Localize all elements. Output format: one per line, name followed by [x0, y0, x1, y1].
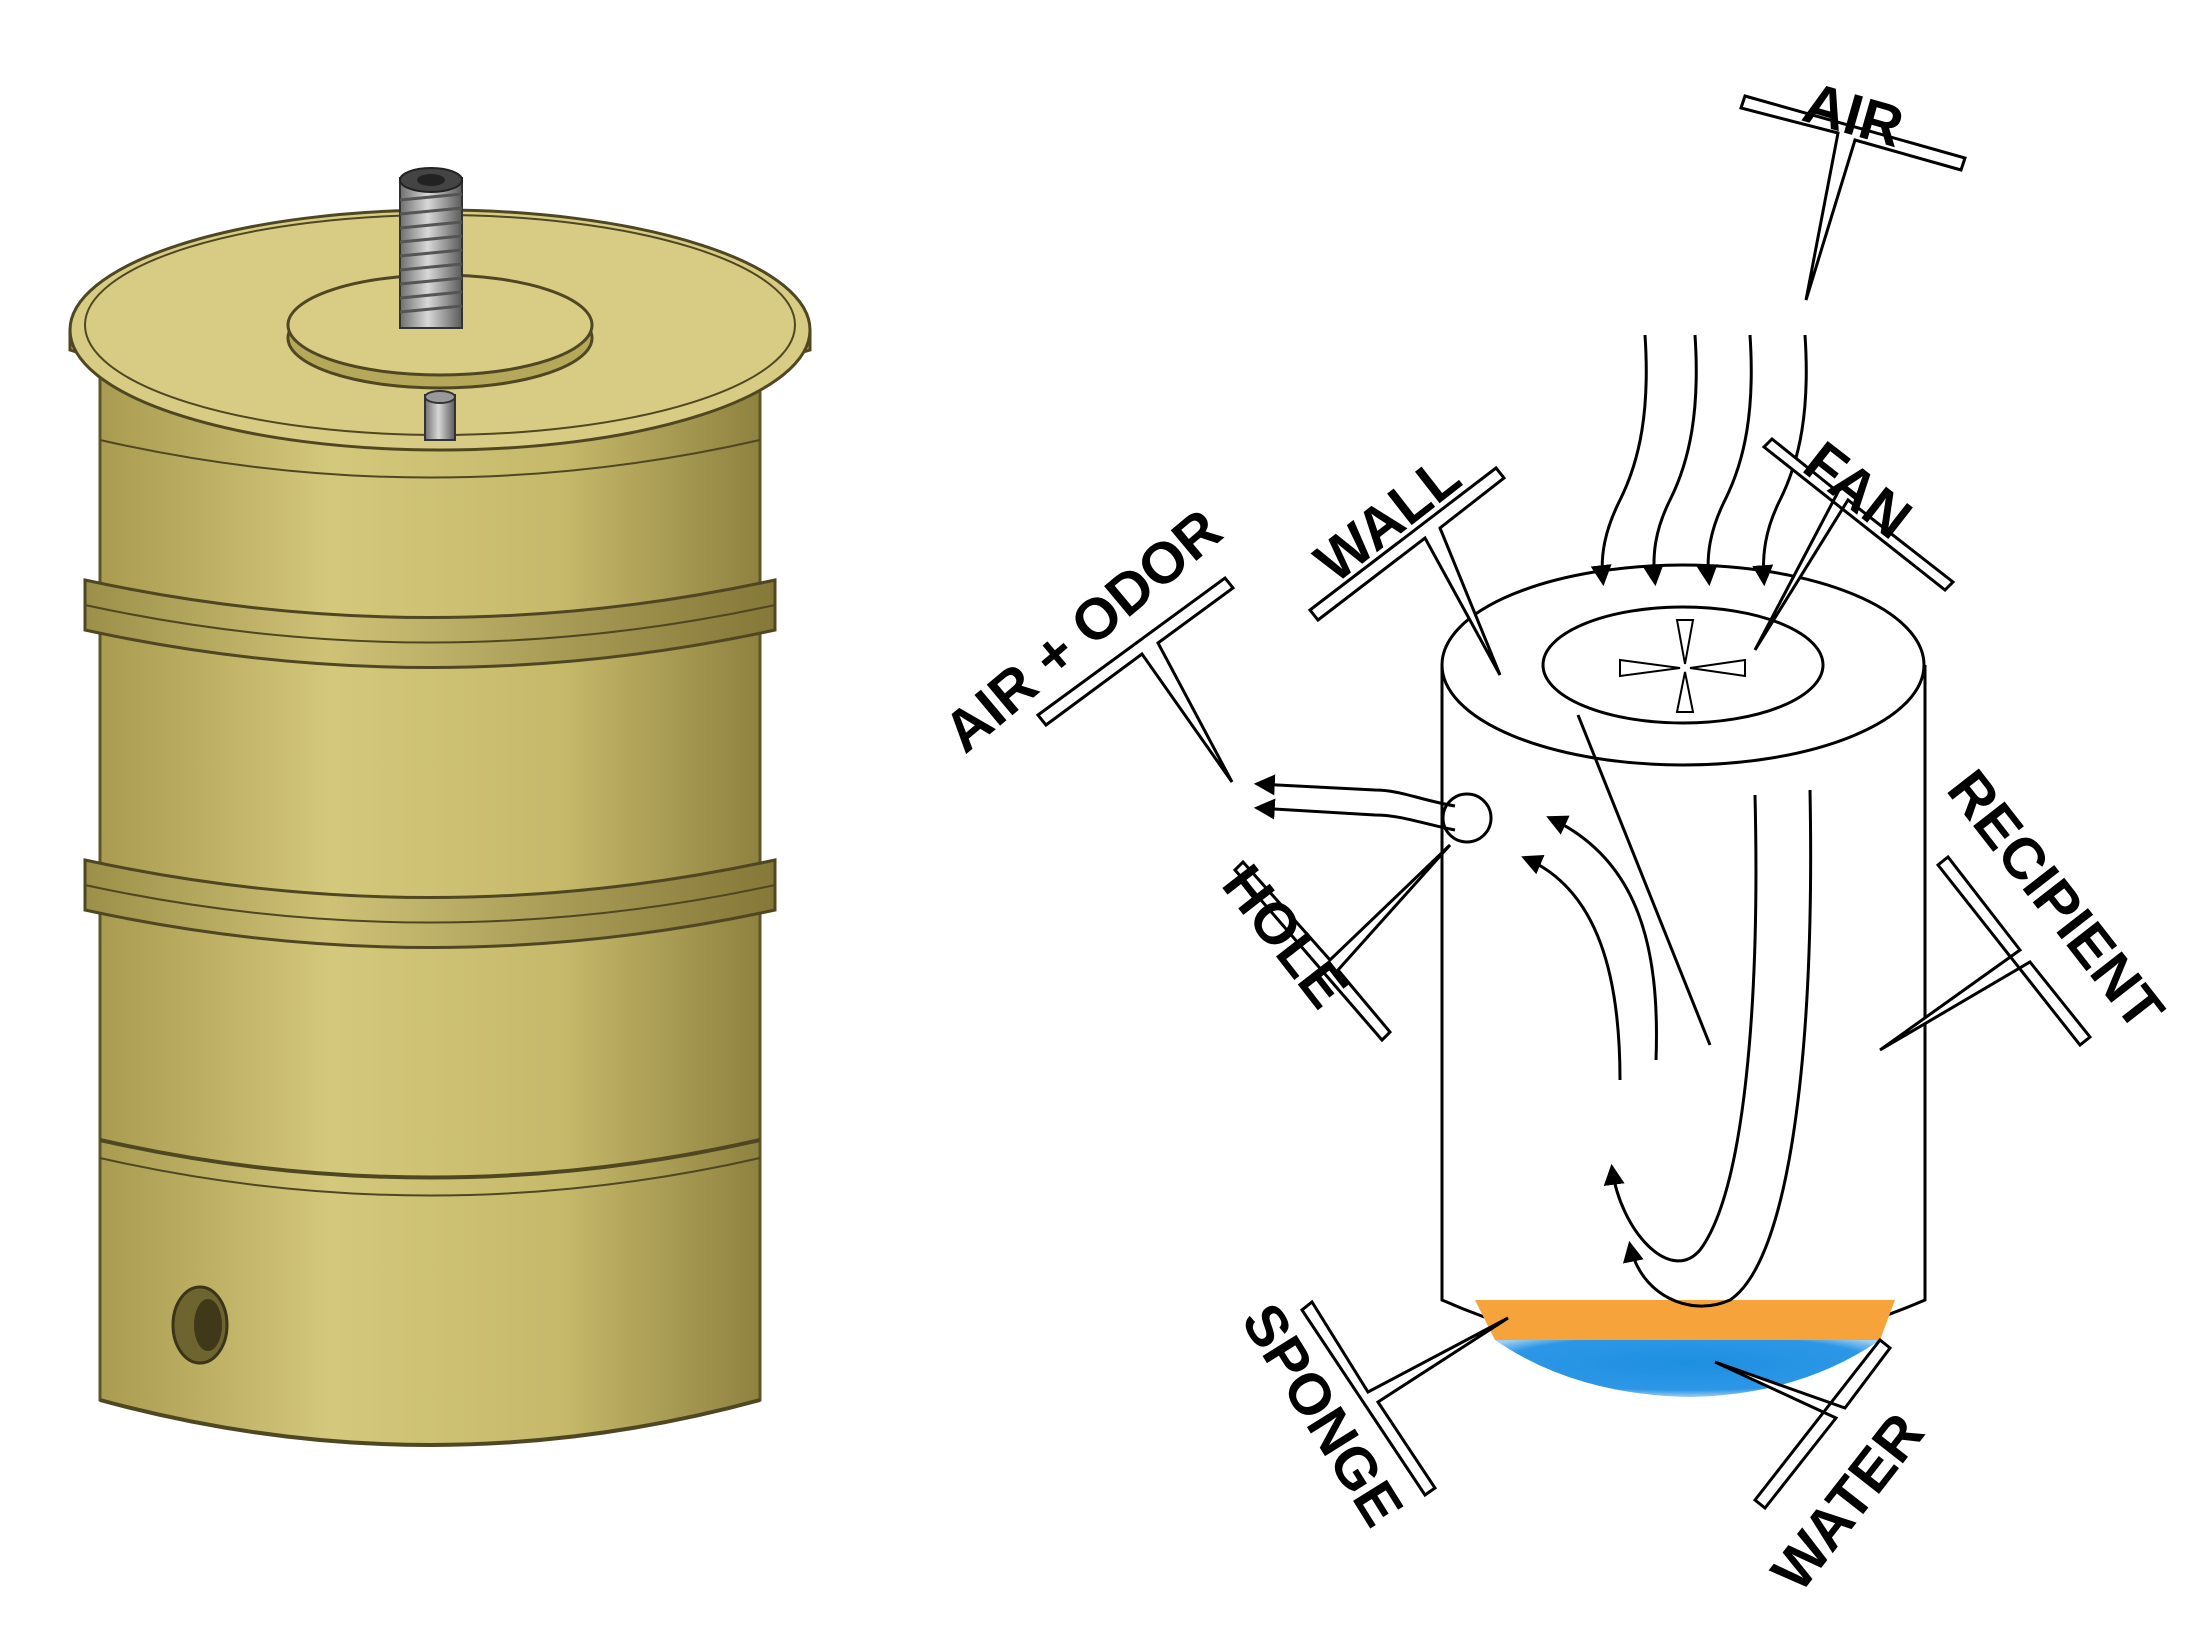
label-hole-text: HOLE	[1210, 853, 1360, 1020]
threaded-rod-icon	[399, 167, 463, 329]
device-rib-2	[83, 858, 777, 949]
schematic	[1253, 334, 1927, 1397]
water-layer	[1495, 1340, 1880, 1397]
label-sponge: SPONGE	[1229, 1292, 1509, 1537]
label-air-odor: AIR + ODOR	[932, 497, 1236, 783]
label-air-text: AIR	[1796, 70, 1910, 160]
device-rib-1	[83, 578, 777, 669]
outflow-arrows	[1253, 774, 1456, 832]
device-render	[68, 167, 812, 1447]
label-hole: HOLE	[1210, 843, 1452, 1043]
small-pin	[424, 390, 456, 441]
side-hole	[171, 1285, 229, 1365]
wall-hole	[1441, 792, 1493, 844]
label-fan-text: FAN	[1792, 429, 1923, 552]
internal-flow-arrows	[1521, 714, 1813, 1308]
air-inflow-arrows	[1590, 334, 1808, 587]
sponge-layer	[1475, 1300, 1895, 1340]
label-air: AIR	[1739, 70, 1967, 301]
label-air-odor-text: AIR + ODOR	[932, 497, 1234, 765]
label-water-text: WATER	[1759, 1401, 1937, 1603]
fan-symbol-icon	[1619, 619, 1746, 713]
